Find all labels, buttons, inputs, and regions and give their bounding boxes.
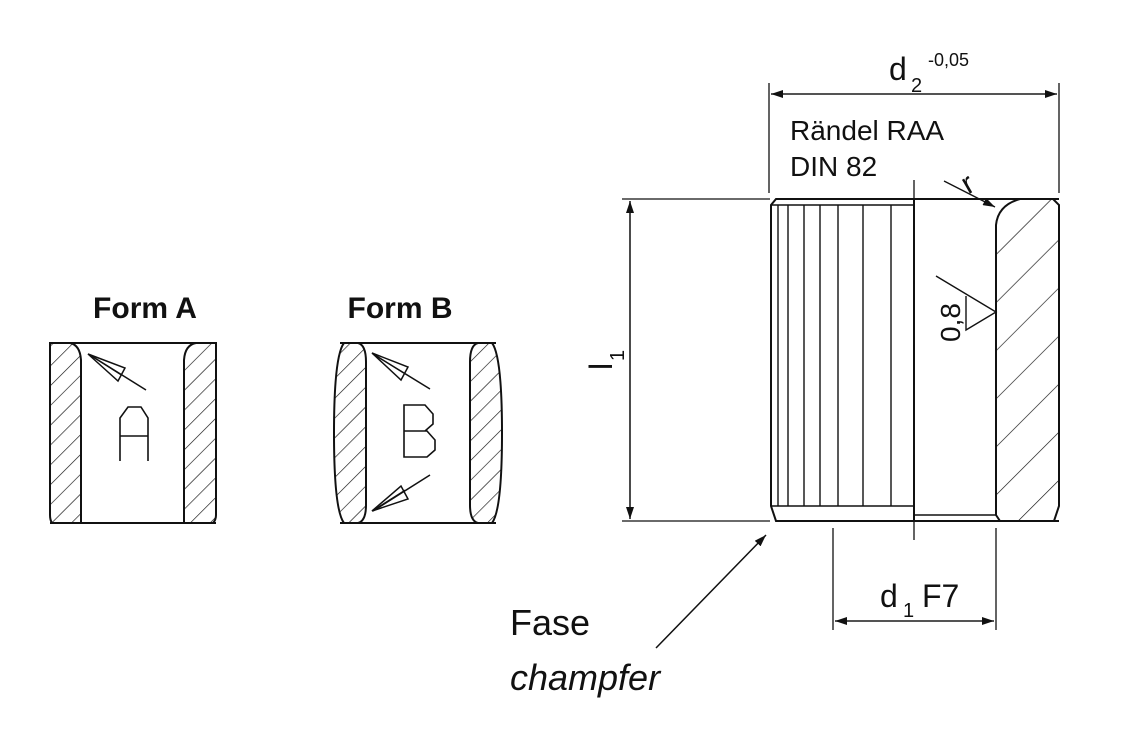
d1-label: d [880, 578, 898, 614]
form-b-view: Form B [332, 292, 504, 524]
d2-tolerance: -0,05 [928, 50, 969, 70]
form-b-letter-icon [403, 404, 436, 458]
form-b-knurl-arrow-bottom-icon [371, 474, 431, 512]
form-b-right-wall [469, 342, 504, 524]
d1-subscript: 1 [903, 600, 914, 622]
form-b-left-wall [332, 342, 367, 524]
form-a-right-wall [183, 342, 217, 524]
form-a-title: Form A [93, 292, 197, 325]
chamfer-label-en: champfer [510, 657, 662, 698]
form-a-view: Form A [49, 292, 217, 524]
knurled-outer-surface [770, 198, 915, 522]
knurl-note-line2: DIN 82 [790, 151, 877, 182]
form-a-letter-icon [119, 406, 149, 461]
d1-tolerance: F7 [922, 578, 959, 614]
d2-subscript: 2 [911, 75, 922, 97]
chamfer-label-de: Fase [510, 602, 590, 643]
form-b-knurl-arrow-top-icon [371, 352, 431, 390]
l1-label: l [583, 363, 619, 370]
radius-label: r [955, 167, 980, 201]
chamfer-leader [655, 534, 767, 649]
knurl-note-line1: Rändel RAA [790, 115, 944, 146]
form-a-knurl-arrow-icon [87, 353, 147, 391]
form-a-left-wall [49, 342, 82, 524]
knurl-lines [777, 205, 892, 506]
radius-leader [943, 180, 996, 208]
main-bushing-view: d 2 -0,05 Rändel RAA DIN 82 l 1 [510, 50, 1060, 698]
roughness-value: 0,8 [935, 303, 966, 342]
l1-subscript: 1 [607, 350, 629, 361]
section-wall [995, 198, 1060, 522]
form-b-title: Form B [348, 292, 453, 325]
d2-label: d [889, 51, 907, 87]
surface-roughness-icon [935, 275, 998, 332]
